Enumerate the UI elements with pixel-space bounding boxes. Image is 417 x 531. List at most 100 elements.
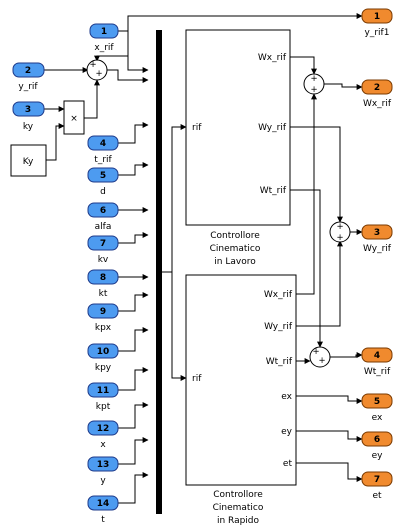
sum-block-wx[interactable]: + + — [303, 73, 325, 95]
svg-text:4: 4 — [374, 351, 380, 361]
svg-text:ex: ex — [372, 413, 383, 423]
svg-text:rif: rif — [192, 374, 202, 384]
svg-text:Wx_rif: Wx_rif — [258, 53, 287, 63]
svg-text:kt: kt — [99, 289, 108, 299]
svg-text:3: 3 — [374, 228, 380, 238]
svg-text:ky: ky — [23, 122, 34, 132]
input-port-10[interactable]: 10 kpy — [87, 343, 119, 373]
svg-text:Cinematico: Cinematico — [210, 244, 261, 254]
svg-text:5: 5 — [374, 397, 380, 407]
output-port-1[interactable]: 1 y_rif1 — [361, 8, 393, 38]
svg-text:+: + — [318, 356, 325, 366]
svg-text:Wy_rif: Wy_rif — [264, 322, 293, 332]
svg-text:Wt_rif: Wt_rif — [266, 357, 293, 367]
input-port-4[interactable]: 4 t_rif — [87, 135, 119, 165]
input-port-14[interactable]: 14 t — [87, 495, 119, 525]
input-port-11[interactable]: 11 kpt — [87, 382, 119, 412]
input-ports: 1 x_rif 2 y_rif 3 ky 4 t_rif 5 d 6 alfa — [12, 23, 119, 525]
sum-block-input[interactable]: + + — [86, 59, 108, 81]
svg-text:kpt: kpt — [96, 402, 111, 412]
svg-text:+: + — [310, 85, 317, 95]
svg-text:7: 7 — [100, 239, 106, 249]
input-port-13[interactable]: 13 y — [87, 456, 119, 486]
svg-text:t_rif: t_rif — [94, 155, 112, 165]
controller-rapido[interactable]: rif Wx_rif Wy_rif Wt_rif ex ey et Contro… — [185, 274, 297, 526]
input-port-8[interactable]: 8 kt — [87, 269, 119, 299]
input-port-6[interactable]: 6 alfa — [87, 202, 119, 232]
svg-text:1: 1 — [101, 27, 107, 37]
constant-block-ky[interactable]: Ky — [10, 144, 47, 177]
mux-bus — [156, 30, 162, 514]
svg-text:8: 8 — [100, 273, 106, 283]
svg-text:rif: rif — [192, 123, 202, 133]
output-port-5[interactable]: 5 ex — [361, 393, 393, 423]
sum-block-wy[interactable]: + + — [329, 221, 351, 243]
svg-text:×: × — [70, 114, 78, 124]
svg-text:ey: ey — [372, 451, 384, 461]
svg-text:1: 1 — [374, 12, 380, 22]
svg-text:12: 12 — [97, 424, 110, 434]
svg-text:6: 6 — [100, 206, 106, 216]
svg-text:13: 13 — [97, 460, 110, 470]
controller-lavoro[interactable]: rif Wx_rif Wy_rif Wt_rif Controllore Cin… — [185, 29, 291, 267]
svg-text:y: y — [100, 476, 106, 486]
input-port-5[interactable]: 5 d — [87, 167, 119, 197]
svg-text:6: 6 — [374, 435, 380, 445]
svg-text:2: 2 — [25, 66, 31, 76]
output-port-7[interactable]: 7 et — [361, 471, 393, 501]
svg-text:11: 11 — [97, 386, 110, 396]
svg-text:14: 14 — [97, 499, 110, 509]
svg-text:+: + — [336, 233, 343, 243]
svg-text:in Lavoro: in Lavoro — [214, 257, 256, 267]
svg-text:kpx: kpx — [95, 323, 112, 333]
svg-text:x_rif: x_rif — [94, 43, 114, 53]
svg-text:5: 5 — [100, 171, 106, 181]
svg-text:Controllore: Controllore — [210, 231, 260, 241]
svg-text:Wy_rif: Wy_rif — [258, 123, 287, 133]
input-port-1[interactable]: 1 x_rif — [89, 23, 119, 53]
svg-text:10: 10 — [97, 347, 110, 357]
svg-text:4: 4 — [100, 139, 106, 149]
svg-text:3: 3 — [25, 105, 31, 115]
input-port-7[interactable]: 7 kv — [87, 235, 119, 265]
svg-text:Ky: Ky — [23, 157, 34, 167]
svg-text:7: 7 — [374, 475, 380, 485]
svg-text:+: + — [312, 347, 319, 357]
svg-text:y_rif: y_rif — [18, 82, 38, 92]
svg-text:ex: ex — [281, 392, 292, 402]
wires — [44, 13, 363, 504]
svg-text:kpy: kpy — [95, 363, 112, 373]
svg-text:Controllore: Controllore — [213, 490, 263, 500]
svg-text:+: + — [310, 74, 317, 84]
svg-text:x: x — [100, 440, 106, 450]
svg-text:2: 2 — [374, 83, 380, 93]
svg-text:9: 9 — [100, 307, 106, 317]
svg-text:kv: kv — [98, 255, 109, 265]
svg-text:alfa: alfa — [95, 222, 112, 232]
svg-text:y_rif1: y_rif1 — [365, 28, 390, 38]
svg-text:+: + — [336, 222, 343, 232]
svg-text:t: t — [101, 515, 105, 525]
input-port-9[interactable]: 9 kpx — [87, 303, 119, 333]
svg-text:in Rapido: in Rapido — [217, 516, 260, 526]
svg-text:Cinematico: Cinematico — [213, 503, 264, 513]
output-port-6[interactable]: 6 ey — [361, 431, 393, 461]
product-block[interactable]: × — [63, 100, 85, 135]
input-port-3[interactable]: 3 ky — [12, 101, 45, 132]
svg-text:Wt_rif: Wt_rif — [260, 186, 287, 196]
output-port-3[interactable]: 3 Wy_rif — [361, 224, 393, 254]
svg-text:+: + — [89, 60, 96, 70]
svg-text:et: et — [372, 491, 382, 501]
svg-text:ey: ey — [281, 427, 293, 437]
input-port-2[interactable]: 2 y_rif — [12, 62, 45, 92]
output-port-4[interactable]: 4 Wt_rif — [361, 347, 393, 377]
svg-text:Wx_rif: Wx_rif — [363, 99, 392, 109]
svg-text:et: et — [283, 459, 293, 469]
output-port-2[interactable]: 2 Wx_rif — [361, 79, 393, 109]
svg-text:Wt_rif: Wt_rif — [364, 367, 391, 377]
input-port-12[interactable]: 12 x — [87, 420, 119, 450]
sum-block-wt[interactable]: + + — [309, 346, 331, 368]
svg-text:+: + — [95, 69, 102, 79]
svg-text:Wy_rif: Wy_rif — [363, 244, 392, 254]
